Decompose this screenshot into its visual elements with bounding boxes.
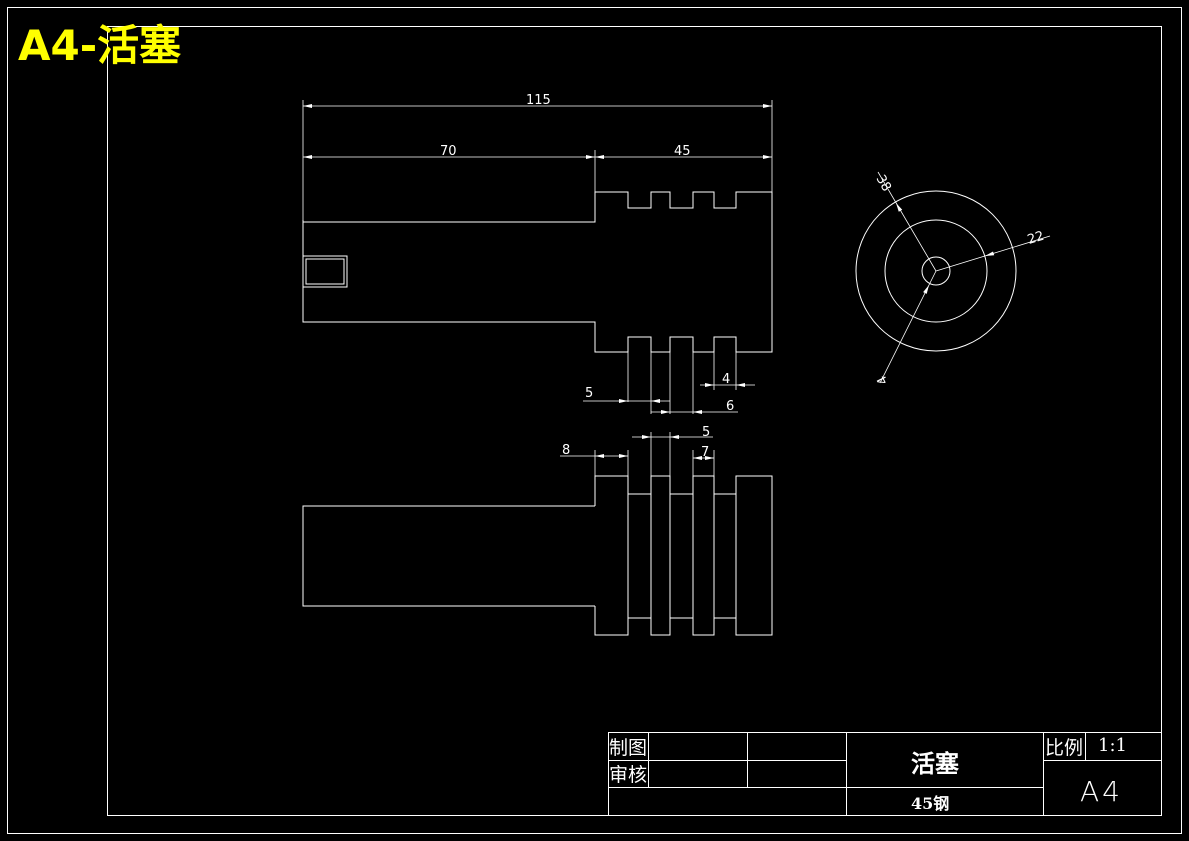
- outer-border: [7, 7, 1182, 834]
- dim-text-70: 70: [440, 144, 457, 159]
- dim-text-7: 7: [701, 445, 709, 460]
- pin-hole-inner: [305, 258, 345, 285]
- part-name: 活塞: [911, 749, 959, 778]
- dim-text-6: 6: [726, 399, 734, 414]
- ring-land-2: [692, 475, 715, 636]
- side-view: 38 22 4: [855, 171, 1051, 387]
- inner-border: [107, 26, 1162, 816]
- dim-text-8: 8: [562, 443, 570, 458]
- drawn-by-label: 制图: [609, 737, 647, 759]
- outer-circle: [855, 190, 1017, 352]
- middle-circle: [884, 219, 988, 323]
- ring-land-3: [735, 475, 773, 636]
- front-view: [302, 191, 773, 353]
- inner-circle: [921, 256, 951, 286]
- section-view-shaft: [302, 505, 595, 607]
- dim-grooves-upper: 5 6 4: [583, 352, 755, 414]
- sheet-title: A4-活塞: [18, 21, 181, 70]
- section-view: [302, 475, 773, 636]
- dim-text-5-lower: 5: [702, 425, 710, 440]
- dim-overall: 115: [302, 93, 773, 220]
- title-block: 制图 审核 活塞 45钢 比例 1:1 A4: [608, 732, 1162, 816]
- dim-text-5-upper: 5: [585, 386, 593, 401]
- ring-land-1: [650, 475, 671, 636]
- dim-grooves-lower: 8 5 7: [560, 425, 715, 476]
- dim-text-38: 38: [873, 173, 894, 195]
- sheet-size: A4: [1080, 775, 1123, 808]
- pin-hole: [302, 255, 348, 288]
- scale-label: 比例: [1045, 737, 1083, 759]
- checked-by-label: 审核: [609, 764, 647, 786]
- dim-shaft-head: 70 45: [303, 144, 772, 192]
- material: 45钢: [911, 794, 949, 813]
- dim-text-115: 115: [526, 93, 551, 108]
- dim-text-22: 22: [1026, 229, 1046, 248]
- section-view-head: [594, 475, 629, 636]
- scale-value: 1:1: [1098, 735, 1127, 756]
- front-view-outline: [302, 191, 773, 353]
- dim-text-4-dia: 4: [874, 373, 891, 387]
- dim-text-45: 45: [674, 144, 691, 159]
- dim-text-4: 4: [722, 372, 730, 387]
